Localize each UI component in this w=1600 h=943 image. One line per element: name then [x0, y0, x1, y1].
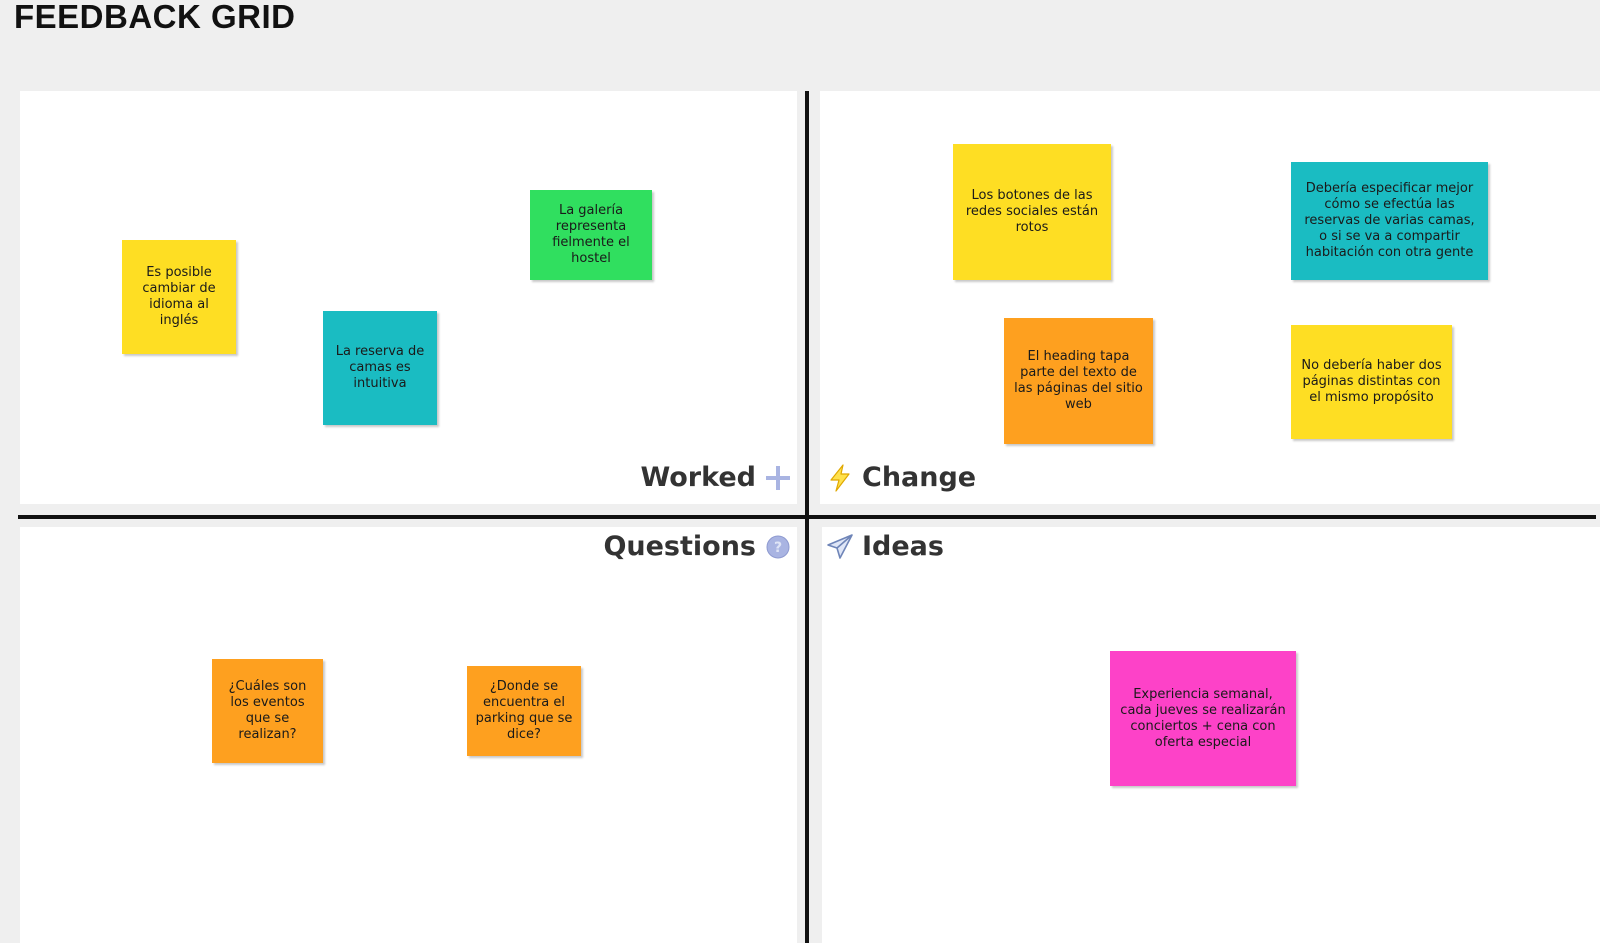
- lightning-icon: [826, 463, 854, 492]
- quadrant-questions[interactable]: [20, 527, 797, 943]
- quadrant-title: Questions: [603, 531, 756, 562]
- quadrant-label-questions: Questions ?: [603, 531, 792, 562]
- plus-icon: [764, 464, 792, 492]
- sticky-note[interactable]: ¿Cuáles son los eventos que se realizan?: [212, 659, 323, 763]
- quadrant-label-change: Change: [826, 462, 976, 493]
- quadrant-label-ideas: Ideas: [826, 531, 944, 562]
- question-icon: ?: [764, 533, 792, 561]
- sticky-note[interactable]: No debería haber dos páginas distintas c…: [1291, 325, 1452, 439]
- board-title: FEEDBACK GRID: [14, 0, 296, 35]
- sticky-note[interactable]: Debería especificar mejor cómo se efectú…: [1291, 162, 1488, 280]
- sticky-note[interactable]: Experiencia semanal, cada jueves se real…: [1110, 651, 1296, 786]
- sticky-note[interactable]: La reserva de camas es intuitiva: [323, 311, 437, 425]
- sticky-note[interactable]: ¿Donde se encuentra el parking que se di…: [467, 666, 581, 756]
- sticky-note[interactable]: Los botones de las redes sociales están …: [953, 144, 1111, 280]
- paper-plane-icon: [826, 533, 854, 561]
- sticky-note[interactable]: Es posible cambiar de idioma al inglés: [122, 240, 236, 354]
- quadrant-label-worked: Worked: [640, 462, 792, 493]
- quadrant-change[interactable]: [820, 91, 1600, 504]
- quadrant-title: Change: [862, 462, 977, 493]
- horizontal-divider: [18, 515, 1596, 519]
- sticky-note[interactable]: El heading tapa parte del texto de las p…: [1004, 318, 1153, 444]
- svg-text:?: ?: [774, 540, 782, 556]
- quadrant-title: Ideas: [862, 531, 944, 562]
- quadrant-title: Worked: [640, 462, 756, 493]
- sticky-note[interactable]: La galería representa fielmente el hoste…: [530, 190, 652, 280]
